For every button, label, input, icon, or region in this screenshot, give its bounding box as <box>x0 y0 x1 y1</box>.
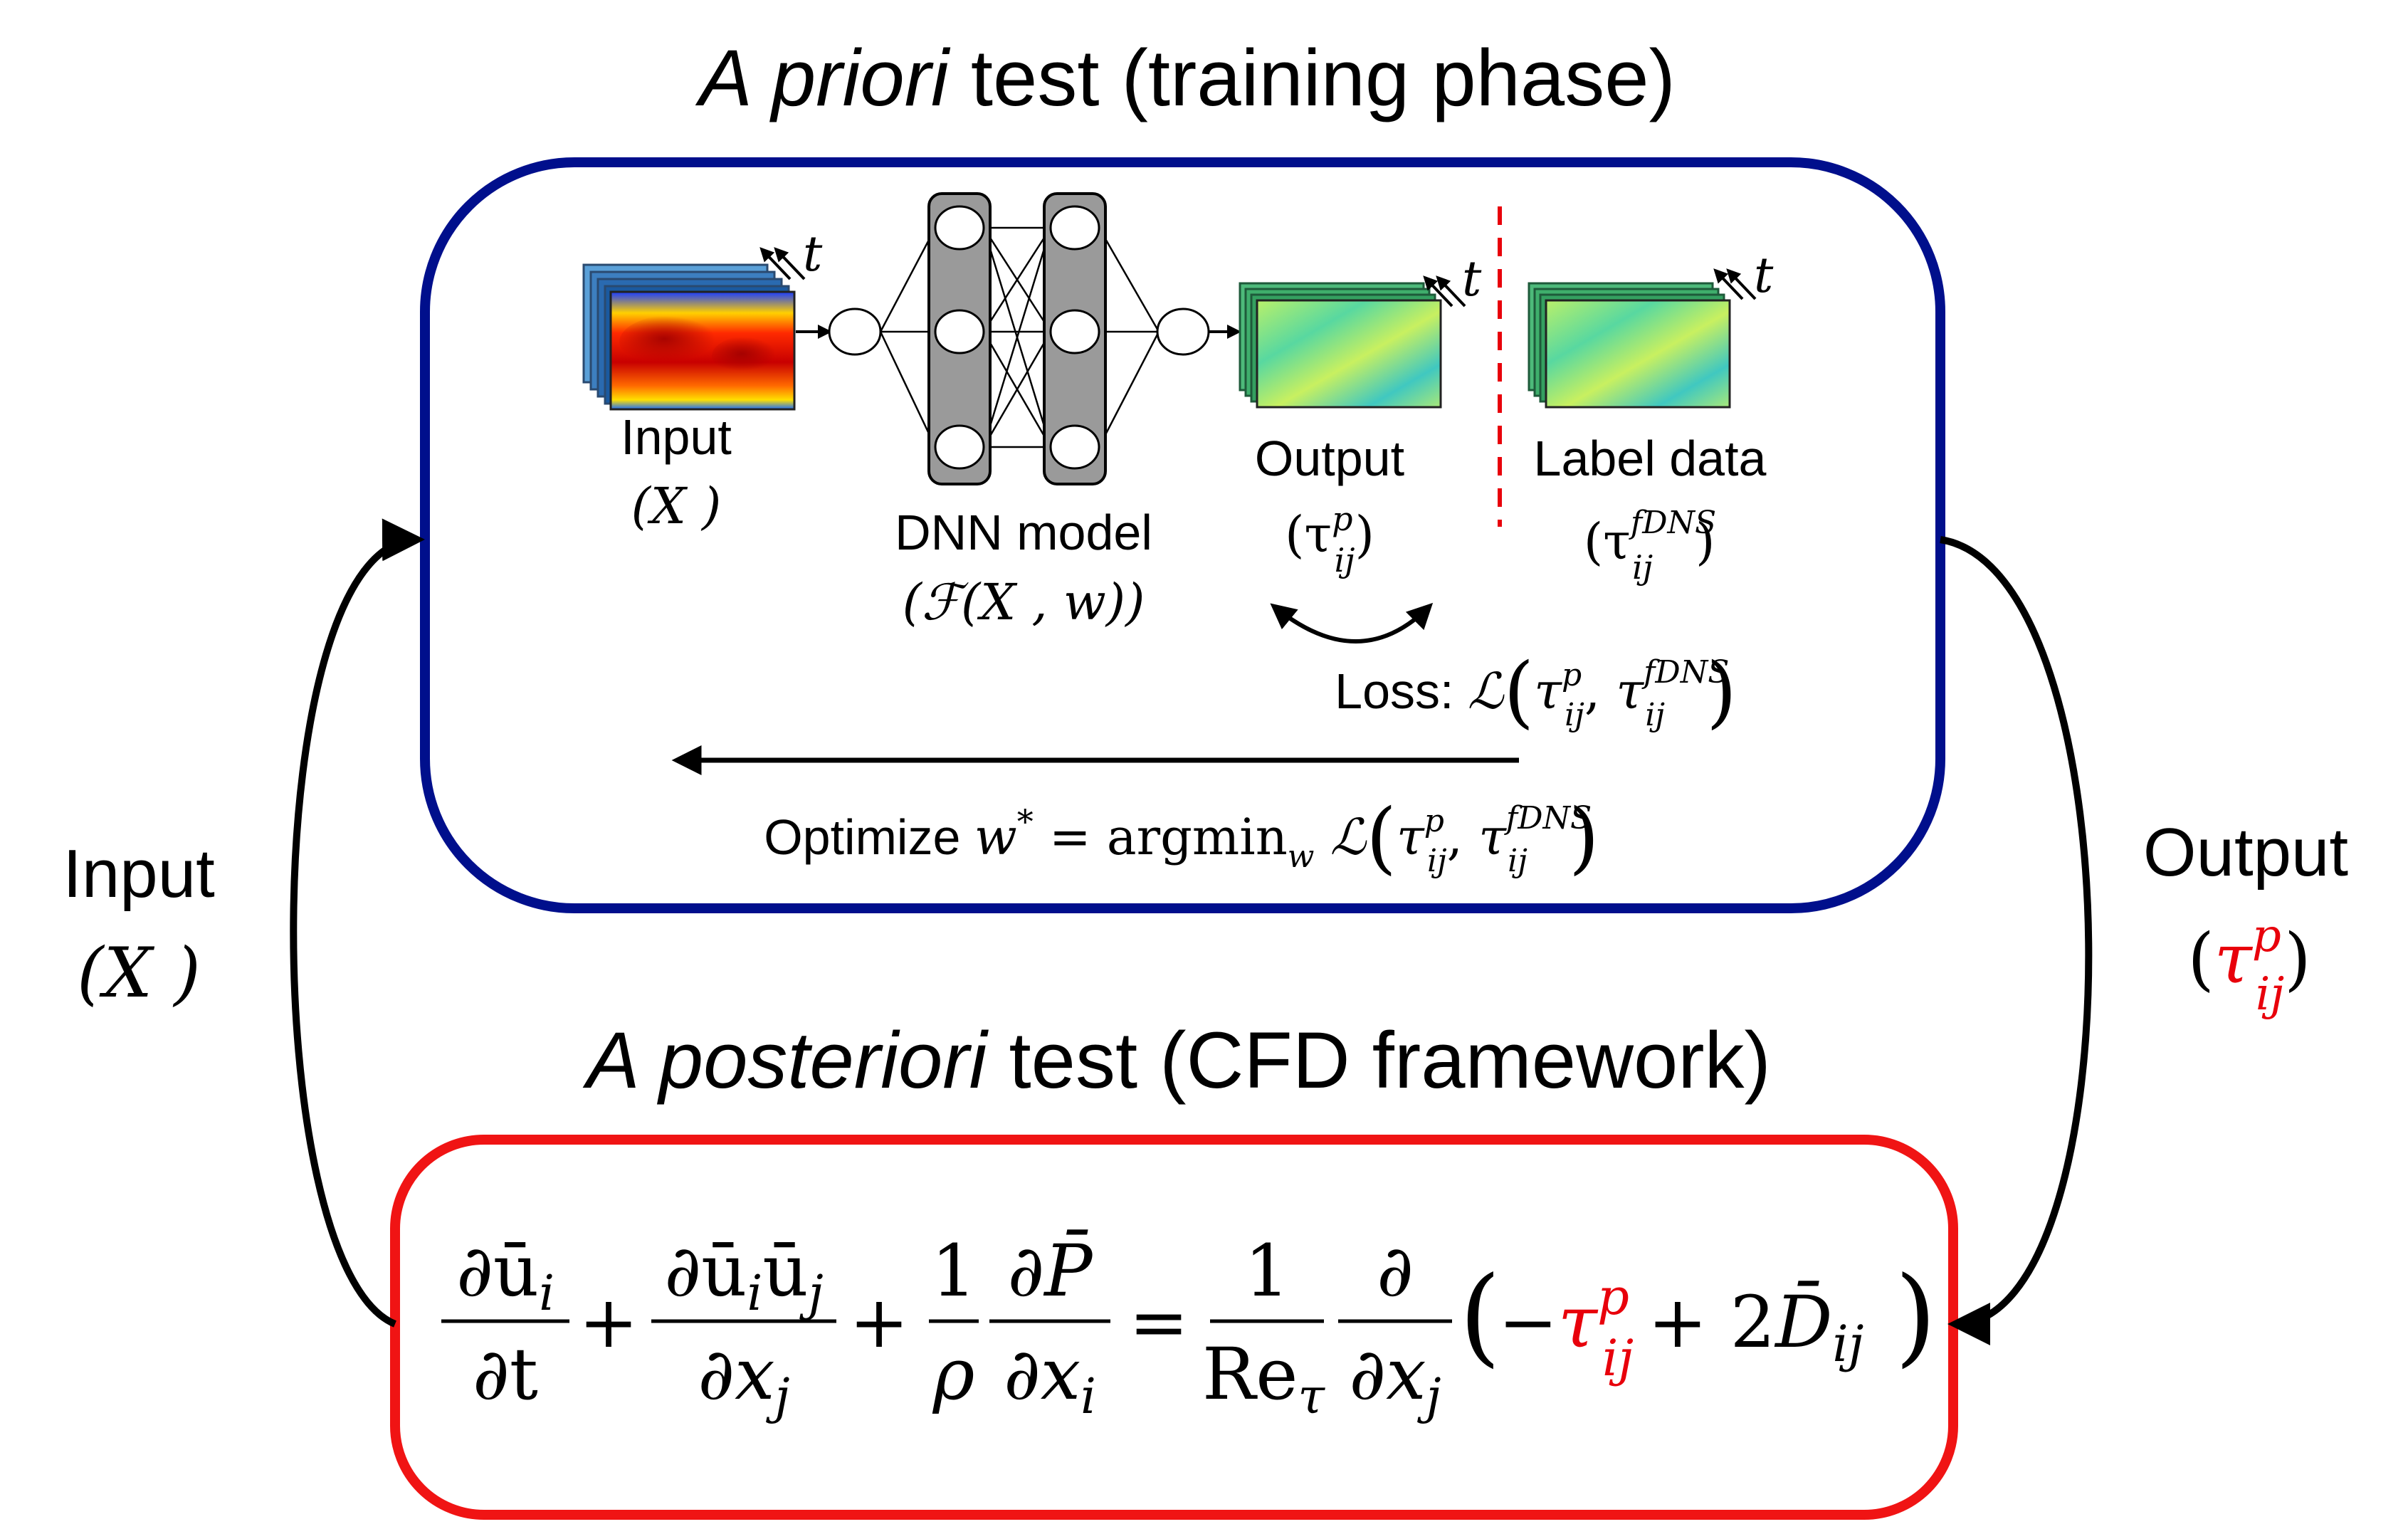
svg-text:∂t: ∂t <box>473 1333 538 1416</box>
svg-text:+: + <box>849 1281 909 1364</box>
svg-text:∂P̄: ∂P̄ <box>1008 1229 1094 1313</box>
dnn-node <box>1049 205 1100 251</box>
left-loop-arrow <box>290 518 425 1328</box>
dnn-output-node <box>1156 308 1210 356</box>
posteriori-title: A posteriori test (CFD framework) <box>582 1016 1771 1105</box>
label-field-stack <box>1528 282 1731 409</box>
input-time-indicator: t <box>759 226 823 283</box>
time-symbol: t <box>1462 251 1482 308</box>
right-loop-arrow <box>1940 536 2093 1345</box>
left-loop-label: Input <box>63 836 215 912</box>
dnn-label: DNN model <box>895 505 1152 560</box>
svg-text:): ) <box>1895 1254 1937 1378</box>
dnn-input-node <box>828 308 882 356</box>
input-field-stack <box>582 263 797 411</box>
output-label: Output <box>1255 431 1404 486</box>
svg-text:+: + <box>579 1281 638 1364</box>
svg-text:∂xi: ∂xi <box>1004 1333 1096 1425</box>
navier-stokes-equation: ∂ūi ∂t + ∂ūiūj ∂xj + 1 ρ ∂P̄ ∂xi = 1 Reτ… <box>441 1229 1937 1425</box>
input-heatmap <box>609 290 797 411</box>
time-symbol: t <box>1754 248 1774 304</box>
svg-text:∂: ∂ <box>1377 1229 1414 1313</box>
right-loop-label: Output <box>2143 814 2348 891</box>
svg-text:Reτ: Reτ <box>1202 1333 1325 1425</box>
svg-text:(: ( <box>1459 1254 1501 1378</box>
dnn-node <box>934 205 985 251</box>
svg-text:∂ūi: ∂ūi <box>456 1229 554 1322</box>
dnn-node <box>934 424 985 470</box>
dnn-node <box>934 309 985 354</box>
svg-text:=: = <box>1129 1281 1189 1364</box>
left-loop-symbol: (X ) <box>77 933 201 1013</box>
svg-text:∂xj: ∂xj <box>1349 1333 1441 1425</box>
label-time-indicator: t <box>1713 248 1774 304</box>
dnn-node <box>1049 424 1100 470</box>
dnn-network <box>796 192 1241 485</box>
dnn-node <box>1049 309 1100 354</box>
svg-text:1: 1 <box>1244 1229 1290 1313</box>
input-label: Input <box>621 409 732 465</box>
label-heatmap <box>1545 299 1731 409</box>
svg-text:ρ: ρ <box>932 1333 975 1416</box>
svg-text:1: 1 <box>931 1229 977 1313</box>
compare-arrow <box>1270 602 1434 643</box>
time-symbol: t <box>803 226 823 283</box>
output-heatmap <box>1256 299 1442 409</box>
dnn-connections <box>879 226 1160 448</box>
dnn-symbol: (ℱ(X , w)) <box>903 573 1145 631</box>
output-time-indicator: t <box>1423 251 1482 308</box>
priori-box <box>420 157 1945 913</box>
priori-title: A priori test (training phase) <box>695 33 1676 122</box>
label-data-label: Label data <box>1534 431 1767 486</box>
svg-text:∂ūiūj: ∂ūiūj <box>664 1229 823 1322</box>
output-field-stack <box>1239 282 1442 409</box>
input-symbol: (X ) <box>631 477 722 535</box>
svg-text:∂xj: ∂xj <box>698 1333 789 1425</box>
